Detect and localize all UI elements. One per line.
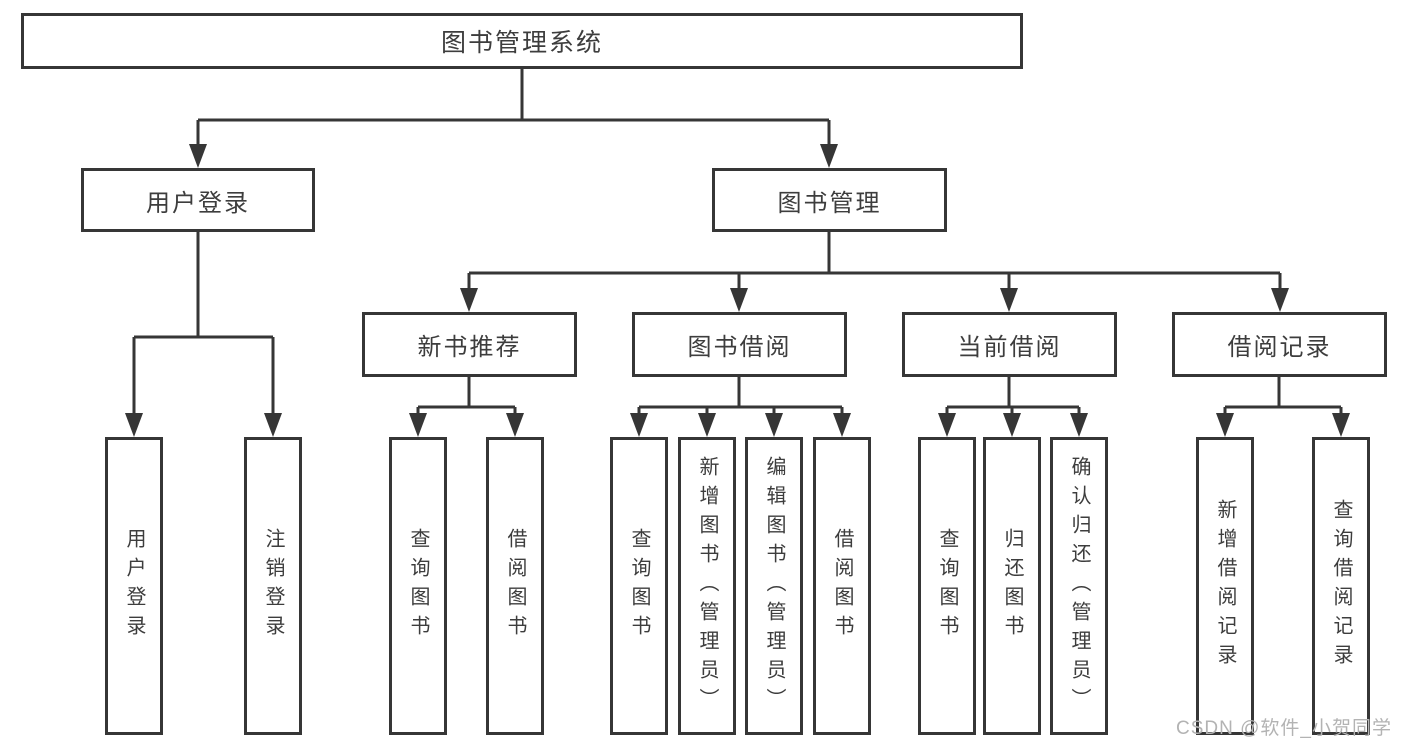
node-label: 归还图书 bbox=[1001, 528, 1023, 644]
node-label: 借阅图书 bbox=[831, 528, 853, 644]
node-label: 新增图书（管理员） bbox=[696, 455, 718, 717]
node-label: 新增借阅记录 bbox=[1214, 499, 1236, 673]
node-user-login: 用户登录 bbox=[81, 168, 315, 232]
arrowhead bbox=[630, 413, 648, 437]
arrowhead bbox=[1070, 413, 1088, 437]
node-label: 借阅记录 bbox=[1227, 334, 1332, 361]
arrowhead bbox=[730, 288, 748, 312]
node-label: 查询借阅记录 bbox=[1330, 499, 1352, 673]
node-current-borrowing: 当前借阅 bbox=[902, 312, 1117, 377]
leaf-add-borrow-record: 新增借阅记录 bbox=[1196, 437, 1254, 735]
node-label: 注销登录 bbox=[262, 528, 284, 644]
arrowhead bbox=[460, 288, 478, 312]
node-label: 查询图书 bbox=[936, 528, 958, 644]
arrowhead bbox=[833, 413, 851, 437]
node-book-borrowing: 图书借阅 bbox=[632, 312, 847, 377]
arrowhead bbox=[820, 144, 838, 168]
leaf-logout: 注销登录 bbox=[244, 437, 302, 735]
node-label: 查询图书 bbox=[628, 528, 650, 644]
arrowhead bbox=[1000, 288, 1018, 312]
node-new-book-recommendation: 新书推荐 bbox=[362, 312, 577, 377]
leaf-borrow-books: 借阅图书 bbox=[813, 437, 871, 735]
node-label: 查询图书 bbox=[407, 528, 429, 644]
node-label: 图书管理系统 bbox=[440, 29, 603, 57]
arrowhead bbox=[189, 144, 207, 168]
leaf-add-books-admin: 新增图书（管理员） bbox=[678, 437, 736, 735]
arrowhead bbox=[1003, 413, 1021, 437]
arrowhead bbox=[1332, 413, 1350, 437]
leaf-query-books-recommend: 查询图书 bbox=[389, 437, 447, 735]
csdn-watermark: CSDN @软件_小贺同学 bbox=[1176, 718, 1392, 739]
node-label: 图书借阅 bbox=[687, 334, 792, 361]
arrowhead bbox=[938, 413, 956, 437]
node-label: 用户登录 bbox=[146, 189, 250, 217]
leaf-edit-books-admin: 编辑图书（管理员） bbox=[745, 437, 803, 735]
leaf-return-books: 归还图书 bbox=[983, 437, 1041, 735]
arrowhead bbox=[125, 413, 143, 437]
arrowhead bbox=[264, 413, 282, 437]
node-label: 当前借阅 bbox=[957, 334, 1062, 361]
node-label: 用户登录 bbox=[123, 528, 145, 644]
node-borrowing-records: 借阅记录 bbox=[1172, 312, 1387, 377]
leaf-query-borrow-record: 查询借阅记录 bbox=[1312, 437, 1370, 735]
node-label: 确认归还（管理员） bbox=[1068, 455, 1090, 717]
arrowhead bbox=[1216, 413, 1234, 437]
arrowhead bbox=[409, 413, 427, 437]
arrowhead bbox=[765, 413, 783, 437]
node-library-management-system: 图书管理系统 bbox=[21, 13, 1023, 69]
node-label: 新书推荐 bbox=[417, 334, 522, 361]
leaf-user-login: 用户登录 bbox=[105, 437, 163, 735]
node-label: 编辑图书（管理员） bbox=[763, 455, 785, 717]
arrowhead bbox=[1271, 288, 1289, 312]
leaf-query-books-current: 查询图书 bbox=[918, 437, 976, 735]
arrowhead bbox=[698, 413, 716, 437]
leaf-query-books-borrow: 查询图书 bbox=[610, 437, 668, 735]
leaf-confirm-return-admin: 确认归还（管理员） bbox=[1050, 437, 1108, 735]
node-label: 借阅图书 bbox=[504, 528, 526, 644]
node-label: 图书管理 bbox=[777, 189, 882, 217]
leaf-borrow-books-recommend: 借阅图书 bbox=[486, 437, 544, 735]
arrowhead bbox=[506, 413, 524, 437]
node-book-management: 图书管理 bbox=[712, 168, 947, 232]
